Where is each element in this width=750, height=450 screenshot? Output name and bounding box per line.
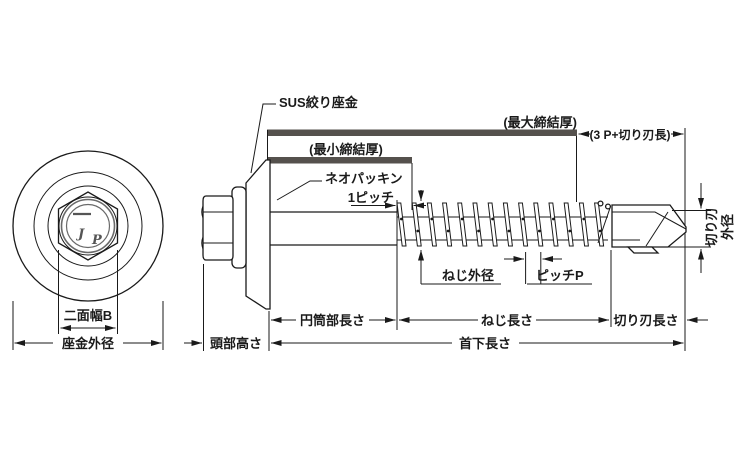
side-view-head: [201, 159, 271, 310]
logo-ring-outer: [60, 198, 116, 254]
min-thickness-label: (最小締結厚): [309, 142, 383, 157]
logo-letter-p: P: [91, 233, 103, 248]
drill-flute-tab: [626, 246, 660, 254]
min-thickness-bar: [267, 157, 412, 164]
logo-letter-j: J: [75, 227, 85, 242]
thread-length-label: ねじ長さ: [481, 313, 533, 328]
head-height-label: 頭部高さ: [210, 336, 262, 351]
dim-one-pitch: 1ピッチ: [348, 190, 426, 209]
one-pitch-label: 1ピッチ: [348, 190, 394, 205]
drill-point-outline: [611, 204, 687, 248]
washer-outer-circle: [12, 150, 164, 302]
hex-chamfer-circle: [58, 196, 118, 256]
callouts: SUS絞り座金 ネオパッキン (最大締結厚) (最小締結厚): [250, 95, 577, 201]
hex-head-outline: [57, 191, 119, 261]
blade-od-label-line1: 切り刃: [704, 207, 719, 246]
max-thickness-label: (最大締結厚): [503, 115, 577, 130]
pitch-p-label: ピッチP: [536, 268, 584, 283]
flange-circle: [47, 185, 129, 267]
width-across-flats-label: 二面幅B: [64, 308, 112, 323]
max-thickness-bar: [267, 129, 577, 136]
blade-length-label: 切り刃長さ: [613, 313, 678, 328]
clamp-thickness-bars: [267, 129, 577, 164]
dim-3p-blade: (3 P+切り刃長): [578, 127, 684, 142]
neo-packing-shape: [245, 159, 271, 310]
drill-point: [611, 204, 687, 254]
sus-washer-label: SUS絞り座金: [279, 95, 359, 110]
3p-blade-label: (3 P+切り刃長): [589, 127, 670, 142]
sus-washer-shape: [231, 186, 247, 269]
neo-packing-label: ネオパッキン: [325, 171, 403, 186]
washer-step-circle: [33, 171, 143, 281]
side-view-thread: [396, 200, 612, 247]
under-head-length-label: 首下長さ: [459, 336, 511, 351]
dim-front-view: 二面幅B 座金外径: [14, 308, 162, 351]
dim-thread-od: ねじ外径: [418, 190, 501, 285]
dim-pitch-p: ピッチP: [504, 252, 592, 285]
front-view: J P: [12, 150, 164, 302]
side-view-shank: [270, 211, 397, 246]
blade-od-label-line2: 外径: [720, 214, 735, 241]
dim-row-lengths: 円筒部長さ ねじ長さ 切り刃長さ: [271, 313, 708, 328]
washer-od-label: 座金外径: [61, 336, 114, 351]
thread-od-label: ねじ外径: [442, 268, 494, 283]
logo-ring-inner: [65, 203, 111, 249]
cylinder-length-label: 円筒部長さ: [300, 313, 365, 328]
hex-head-side: [202, 195, 234, 261]
extension-lines: [12, 128, 686, 351]
dim-blade-od: 切り刃 外径: [668, 183, 735, 273]
dim-row-overall: 頭部高さ 首下長さ: [184, 336, 684, 351]
